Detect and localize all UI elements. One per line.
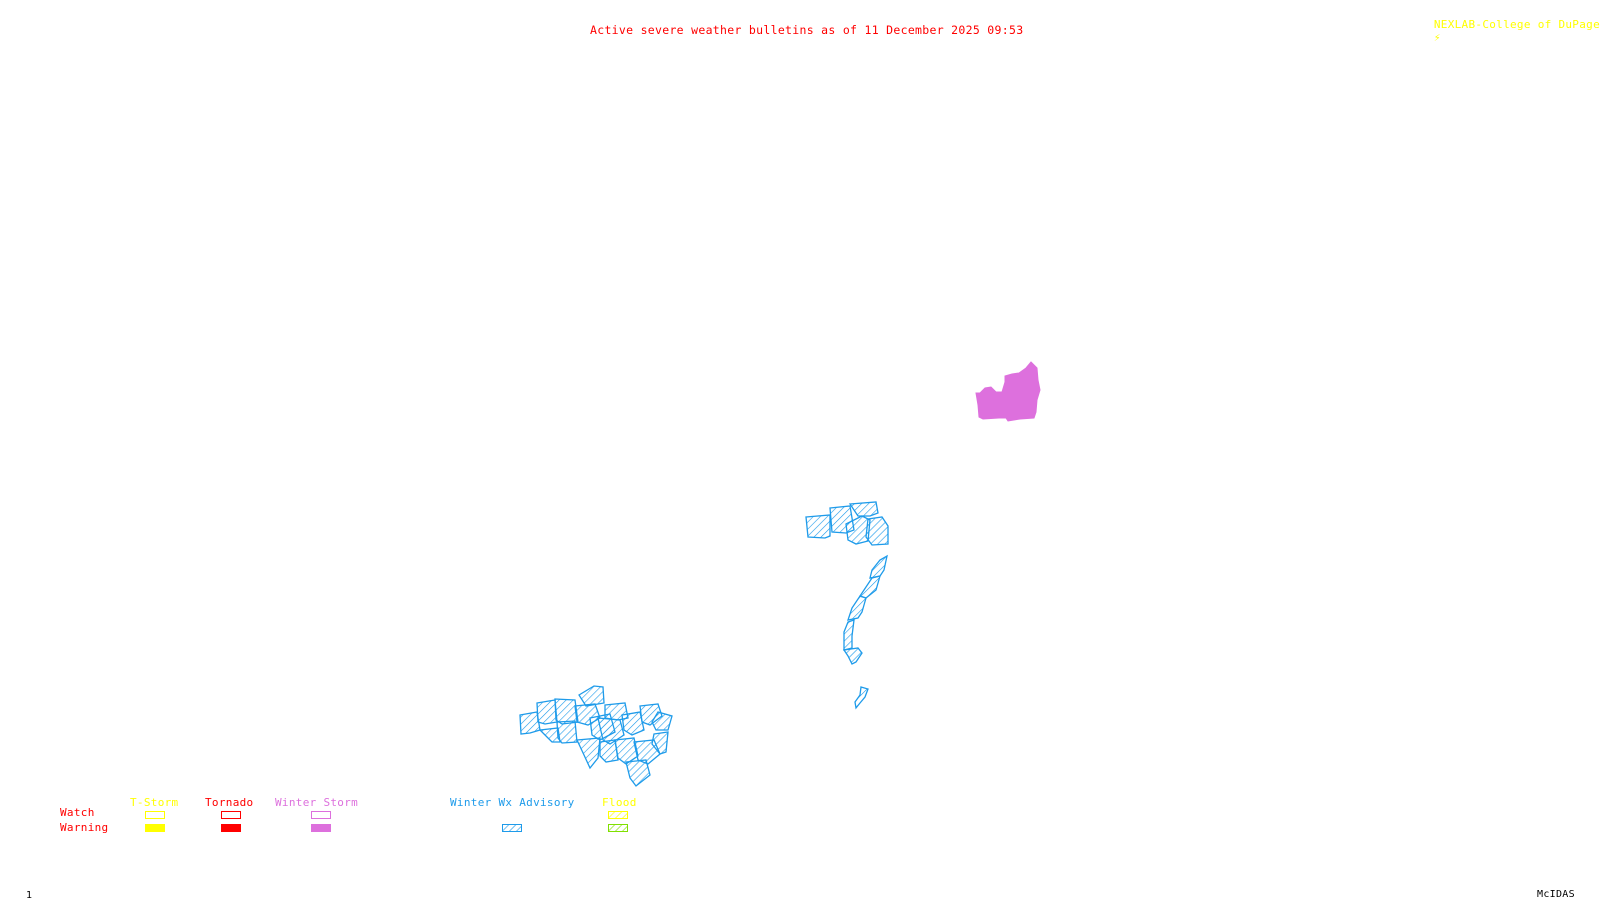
winter-wx-advisory-region-small (854, 686, 869, 710)
winter-storm-warning-region (975, 361, 1041, 422)
legend-row-warning: Warning (60, 821, 109, 834)
winter-wx-advisory-region-north (805, 501, 889, 546)
legend-label-winter-wx-advisory: Winter Wx Advisory (450, 796, 575, 809)
software-label: McIDAS (1537, 889, 1575, 900)
tstorm-warning-swatch (145, 824, 165, 832)
nexlab-logo-icon: ⚡ (1433, 31, 1441, 44)
legend-label-flood: Flood (602, 796, 637, 809)
winter-storm-warning-swatch (311, 824, 331, 832)
tornado-watch-swatch (221, 811, 241, 819)
tstorm-watch-swatch (145, 811, 165, 819)
frame-number: 1 (26, 890, 33, 901)
winter-wx-advisory-region-southwest (519, 685, 673, 787)
legend-row-watch: Watch (60, 806, 95, 819)
flood-warning-swatch (608, 824, 628, 832)
map-title: Active severe weather bulletins as of 11… (590, 23, 1024, 37)
credit-label: NEXLAB-College of DuPage ⚡ (1420, 5, 1600, 44)
credit-text: NEXLAB-College of DuPage (1433, 18, 1600, 31)
tornado-warning-swatch (221, 824, 241, 832)
legend-label-tstorm: T-Storm (130, 796, 179, 809)
winter-storm-watch-swatch (311, 811, 331, 819)
winter-wx-advisory-swatch (502, 824, 522, 832)
flood-watch-swatch (608, 811, 628, 819)
legend-label-winter-storm: Winter Storm (275, 796, 359, 809)
legend-label-tornado: Tornado (205, 796, 254, 809)
winter-wx-advisory-region-chain (842, 554, 888, 665)
